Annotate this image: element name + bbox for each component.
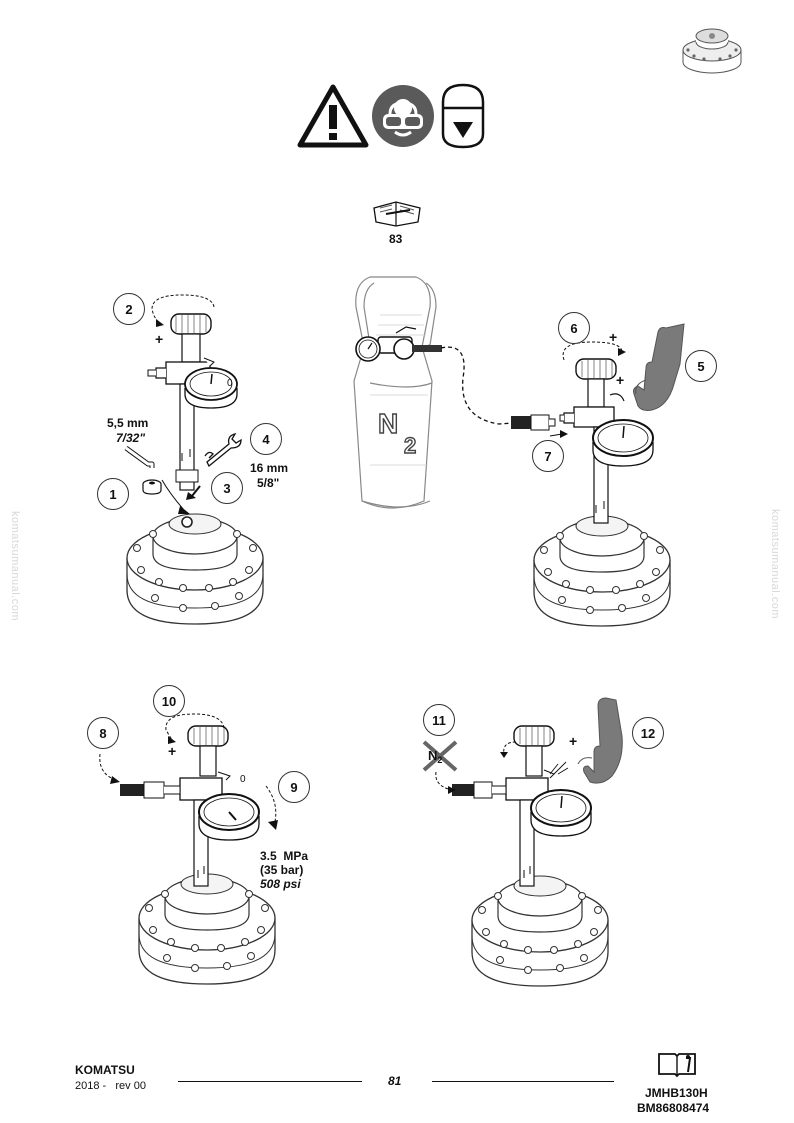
insert-arrow-step-7 [549,430,568,438]
no-nitrogen-icon [422,740,458,772]
plus-sign-step-10: + [168,743,177,759]
step-callout-9: 9 [278,771,310,803]
wrench-size-inch: 5/8" [257,476,280,490]
step-callout-7: 7 [532,440,564,472]
valve-plug-icon [142,479,162,495]
gauge-zero-bottom-left: 0 [240,774,246,785]
step-callout-2: 2 [113,293,145,325]
insert-arrows-top-left [161,479,201,514]
pressure-arrow-step-9 [265,785,278,830]
watermark-right: komatsumanual.com [769,509,781,619]
hex-key-size-inch: 7/32" [116,431,146,445]
pressure-spec-psi: 508 psi [260,877,301,891]
rotation-arrow-step-11 [500,741,517,758]
manual-reference-page: 83 [389,232,403,246]
footer-rule-left [178,1081,362,1082]
footer-document-code: BM86808474 [637,1101,710,1115]
accumulator-base-top-left [126,513,264,625]
no-nitrogen-label: N2 [428,748,443,766]
rotation-arrow-step-6 [562,341,626,361]
gas-release-icon [549,761,569,775]
step-callout-1: 1 [97,478,129,510]
pressure-gauge-bottom-right [530,789,592,837]
rotation-arrow-step-10 [165,713,225,744]
pressure-gauge-top-right [592,419,654,467]
accumulator-base-top-right [533,515,671,627]
pressure-regulator-icon [355,326,442,362]
footer-rule-right [432,1081,614,1082]
step-callout-11: 11 [423,704,455,736]
hand-icon-step-12 [577,697,623,784]
plus-sign-step-5: + [616,372,625,388]
nitrogen-hose [440,346,556,431]
accumulator-icon [441,83,485,149]
pressure-gauge-bottom-left [198,793,260,841]
footer-brand: KOMATSU [75,1063,135,1077]
gas-flow-arrow-step-8 [99,753,120,784]
plus-sign-step-12: + [569,733,578,749]
plus-sign-step-2: + [155,331,164,347]
pressure-gauge-top-left [184,367,238,409]
step-callout-10: 10 [153,685,185,717]
pressure-spec-bar: (35 bar) [260,863,304,877]
footer-model: JMHB130H [645,1086,708,1100]
step-callout-3: 3 [211,472,243,504]
step-callout-4: 4 [250,423,282,455]
pressure-spec-mpa: 3.5 MPa [260,849,309,863]
hex-key-icon [124,445,155,468]
step-callout-6: 6 [558,312,590,344]
footer-year-revision: 2018 - rev 00 [75,1080,146,1092]
footer-manual-icon [658,1053,696,1078]
hex-key-size-mm: 5,5 mm [107,416,149,430]
nitrogen-cylinder-icon: N 2 [353,276,437,509]
step-callout-5: 5 [685,350,717,382]
step-callout-8: 8 [87,717,119,749]
plus-sign-step-6: + [609,329,618,345]
gas-flow-arrow-step-11 [435,771,456,794]
footer-page-number: 81 [388,1074,402,1088]
wrench-icon [204,432,242,468]
hand-icon-step-5 [633,323,685,411]
manual-book-icon [373,201,421,227]
accumulator-thumbnail-icon [682,28,742,74]
warning-triangle-icon [297,84,369,148]
wrench-size-mm: 16 mm [250,461,289,475]
cylinder-n2-label: N [378,408,398,439]
watermark-left: komatsumanual.com [9,511,21,621]
eye-protection-icon [372,85,434,147]
step-callout-12: 12 [632,717,664,749]
rotation-arrow-step-2 [151,294,215,327]
gauge-zero-top-left: 0 [227,378,233,389]
svg-text:2: 2 [404,433,416,458]
